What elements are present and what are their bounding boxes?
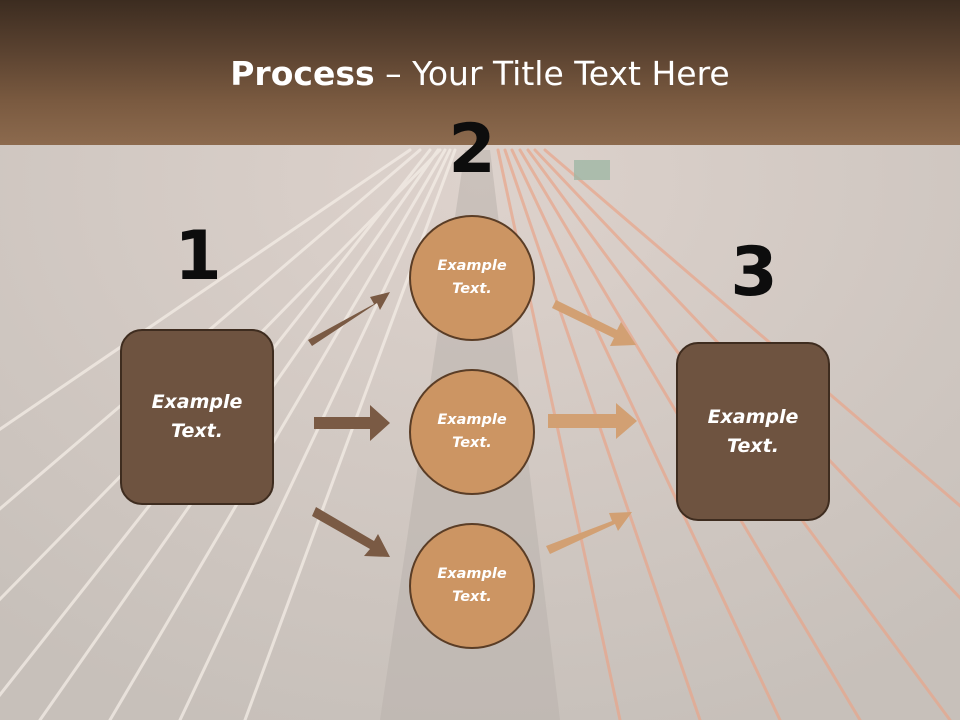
right-step-box[interactable]: Example Text. [676, 342, 830, 521]
arrow-left-to-bottom [312, 507, 390, 557]
slide-title: Process – Your Title Text Here [0, 50, 960, 98]
circle-top[interactable]: Example Text. [409, 215, 535, 341]
arrow-left-to-middle [314, 405, 390, 441]
highway-sign [574, 160, 610, 180]
left-step-box[interactable]: Example Text. [120, 329, 274, 505]
step-number-3: 3 [730, 233, 778, 312]
step-number-1: 1 [174, 217, 222, 296]
arrow-top-to-right [552, 300, 636, 346]
circle-top-label: Example Text. [437, 258, 507, 297]
title-rest: – Your Title Text Here [374, 54, 730, 93]
left-step-box-label: Example Text. [151, 391, 243, 442]
title-bold-word: Process [230, 54, 375, 93]
arrow-left-to-top [308, 292, 390, 346]
arrow-middle-to-right [548, 403, 637, 439]
step-number-2: 2 [448, 110, 496, 189]
circle-bottom[interactable]: Example Text. [409, 523, 535, 649]
circle-middle-label: Example Text. [437, 412, 507, 451]
arrow-bottom-to-right [546, 512, 632, 554]
right-step-box-label: Example Text. [707, 405, 799, 457]
header-band [0, 0, 960, 145]
circle-bottom-label: Example Text. [437, 566, 507, 605]
circle-middle[interactable]: Example Text. [409, 369, 535, 495]
